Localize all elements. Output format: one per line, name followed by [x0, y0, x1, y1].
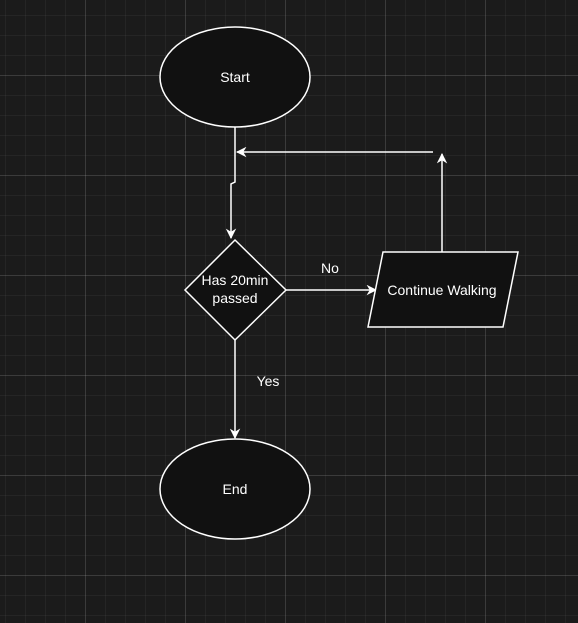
- process-node[interactable]: Continue Walking: [367, 251, 519, 328]
- decision-node[interactable]: Has 20min passed: [183, 238, 288, 342]
- process-parallelogram: [367, 251, 519, 328]
- start-ellipse: [159, 26, 311, 128]
- edge-label-yes: Yes: [257, 373, 280, 389]
- decision-label-line2: passed: [212, 290, 257, 306]
- process-label: Continue Walking: [387, 282, 496, 298]
- start-label: Start: [220, 69, 250, 85]
- edge-start-to-decision[interactable]: [225, 126, 237, 240]
- decision-label-line1: Has 20min: [202, 272, 269, 288]
- end-ellipse: [159, 438, 311, 540]
- edge-label-no: No: [321, 260, 339, 276]
- end-node[interactable]: End: [159, 438, 311, 540]
- start-node[interactable]: Start: [159, 26, 311, 128]
- end-label: End: [223, 481, 248, 497]
- decision-diamond: [183, 238, 288, 342]
